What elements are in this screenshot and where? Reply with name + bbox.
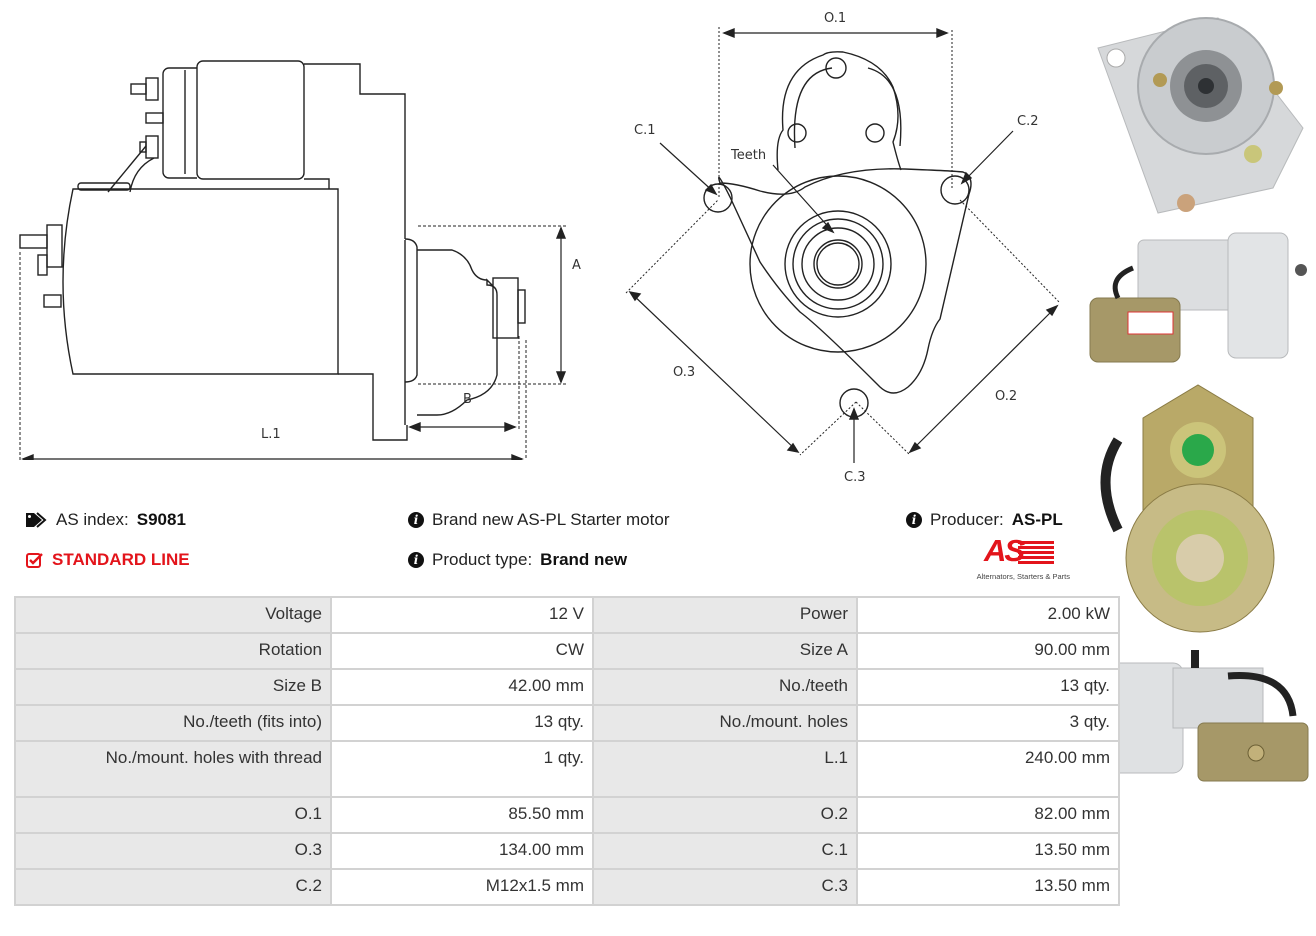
info-icon: i xyxy=(408,552,424,568)
description: i Brand new AS-PL Starter motor xyxy=(408,510,669,530)
spec-value: 3 qty. xyxy=(856,704,1120,742)
producer-value: AS-PL xyxy=(1011,510,1063,529)
spec-label: L.1 xyxy=(592,740,858,798)
as-index: AS index: S9081 xyxy=(26,510,186,530)
producer-label: Producer: xyxy=(930,510,1004,529)
solenoid-body xyxy=(196,60,305,180)
spec-label: Rotation xyxy=(14,632,332,670)
description-text: Brand new AS-PL Starter motor xyxy=(432,510,670,529)
producer: i Producer: AS-PL xyxy=(906,510,1063,530)
spec-value: 13.50 mm xyxy=(856,868,1120,906)
product-photo-rear[interactable] xyxy=(1088,380,1310,636)
dim-label-o3: O.3 xyxy=(673,365,695,380)
dim-label-c3: C.3 xyxy=(844,470,865,485)
product-photo-front[interactable] xyxy=(1088,8,1310,230)
standard-line-badge: STANDARD LINE xyxy=(26,550,190,570)
as-index-label: AS index: xyxy=(56,510,129,529)
spec-value: 1 qty. xyxy=(330,740,594,798)
spec-label: O.3 xyxy=(14,832,332,870)
spec-label: No./teeth (fits into) xyxy=(14,704,332,742)
as-index-value: S9081 xyxy=(136,510,186,529)
spec-label: No./mount. holes xyxy=(592,704,858,742)
product-photo-side-alt[interactable] xyxy=(1088,648,1310,784)
spec-value: 134.00 mm xyxy=(330,832,594,870)
spec-value: 90.00 mm xyxy=(856,632,1120,670)
spec-label: C.3 xyxy=(592,868,858,906)
motor-body xyxy=(62,188,339,375)
product-photo-side[interactable] xyxy=(1088,228,1310,366)
dim-label-a: A xyxy=(572,258,581,273)
side-view-drawing: A B L.1 xyxy=(19,60,581,460)
standard-line-label: STANDARD LINE xyxy=(52,550,190,569)
teeth-label: Teeth xyxy=(730,148,766,163)
dim-label-l1: L.1 xyxy=(261,427,281,442)
front-view-drawing: O.1 O.2 O.3 C.1 C.2 C.3 Teeth xyxy=(625,11,1061,485)
dim-label-b: B xyxy=(463,392,472,407)
spec-label: C.1 xyxy=(592,832,858,870)
dim-label-o2: O.2 xyxy=(995,389,1017,404)
spec-value: 85.50 mm xyxy=(330,796,594,834)
tags-icon xyxy=(26,512,47,528)
spec-label: C.2 xyxy=(14,868,332,906)
mount-hole-c1 xyxy=(703,183,733,213)
spec-label: Power xyxy=(592,596,858,634)
spec-label: No./teeth xyxy=(592,668,858,706)
dim-label-c2: C.2 xyxy=(1017,114,1038,129)
spec-value: 2.00 kW xyxy=(856,596,1120,634)
spec-value: 42.00 mm xyxy=(330,668,594,706)
spec-value: 240.00 mm xyxy=(856,740,1120,798)
logo-tagline: Alternators, Starters & Parts xyxy=(976,572,1070,581)
spec-value: 13.50 mm xyxy=(856,832,1120,870)
checkbox-checked-icon xyxy=(26,553,43,568)
spec-value: CW xyxy=(330,632,594,670)
mount-hole-c2 xyxy=(940,175,970,205)
spec-label: Size A xyxy=(592,632,858,670)
as-pl-logo: AS Alternators, Starters & Parts xyxy=(964,533,1070,582)
spec-label: O.1 xyxy=(14,796,332,834)
dim-label-o1: O.1 xyxy=(824,11,846,26)
product-type-value: Brand new xyxy=(540,550,628,569)
spec-value: 13 qty. xyxy=(856,668,1120,706)
spec-value: 82.00 mm xyxy=(856,796,1120,834)
ear-hole-top xyxy=(825,57,847,79)
spec-value: 13 qty. xyxy=(330,704,594,742)
product-type-label: Product type: xyxy=(432,550,533,569)
spec-label: No./mount. holes with thread xyxy=(14,740,332,798)
spec-row: No./teeth (fits into)13 qty.No./mount. h… xyxy=(14,704,1120,742)
mounting-flange xyxy=(718,168,972,394)
spec-label: Size B xyxy=(14,668,332,706)
product-type: i Product type: Brand new xyxy=(408,550,627,570)
spec-value: M12x1.5 mm xyxy=(330,868,594,906)
spec-label: O.2 xyxy=(592,796,858,834)
dim-label-c1: C.1 xyxy=(634,123,655,138)
logo-mark: AS xyxy=(984,533,1025,568)
info-icon: i xyxy=(408,512,424,528)
spec-value: 12 V xyxy=(330,596,594,634)
spec-label: Voltage xyxy=(14,596,332,634)
info-icon: i xyxy=(906,512,922,528)
